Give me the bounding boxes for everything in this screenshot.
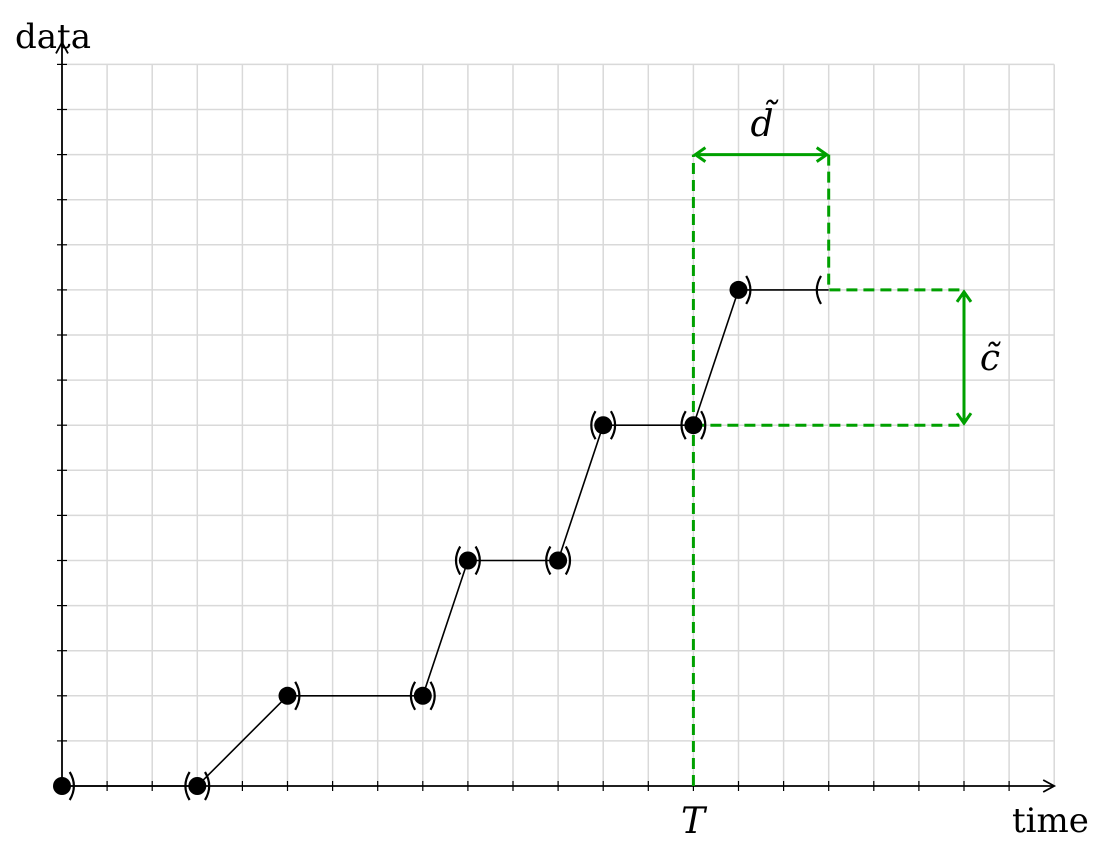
data-series [53, 275, 829, 801]
axes: data time [15, 17, 1089, 841]
d-tilde-arrowhead-left [692, 146, 707, 163]
data-point [729, 280, 748, 299]
axis-ticks [57, 63, 1010, 791]
T-label: T [681, 801, 708, 842]
left-paren-mark [680, 410, 687, 440]
right-paren-mark [564, 545, 572, 576]
data-point [594, 416, 613, 435]
right-paren-mark [204, 771, 211, 801]
data-point [188, 777, 207, 795]
right-paren-mark [68, 771, 75, 801]
right-paren-mark [700, 410, 707, 440]
left-paren-mark [590, 410, 597, 440]
data-point [549, 551, 568, 570]
data-point [278, 686, 297, 705]
upper-dashed-line [827, 154, 964, 292]
left-paren-mark [454, 545, 462, 576]
annotations [691, 146, 973, 786]
c-tilde-arrowhead-top [955, 289, 973, 303]
x-axis-arrowhead [1042, 779, 1057, 793]
d-tilde-label: d̃ [750, 100, 778, 145]
c-tilde-label: c̃ [980, 338, 1001, 379]
left-paren-mark [815, 275, 822, 305]
right-paren-mark [429, 681, 436, 711]
x-axis-label: time [1012, 801, 1089, 841]
left-paren-mark [409, 681, 417, 711]
c-tilde-arrowhead-bottom [955, 412, 973, 426]
left-paren-mark [184, 771, 191, 801]
d-tilde-arrowhead-right [815, 146, 830, 163]
data-point [413, 686, 432, 705]
data-polyline [62, 289, 829, 787]
left-paren-mark [545, 545, 552, 576]
right-paren-mark [294, 681, 301, 711]
right-paren-mark [745, 275, 752, 305]
data-point [53, 777, 71, 795]
right-paren-mark [474, 545, 481, 576]
y-axis-arrowhead [55, 40, 69, 54]
right-paren-mark [609, 410, 617, 440]
data-point [458, 551, 477, 570]
y-axis-label: data [15, 17, 91, 57]
data-point [684, 416, 703, 435]
